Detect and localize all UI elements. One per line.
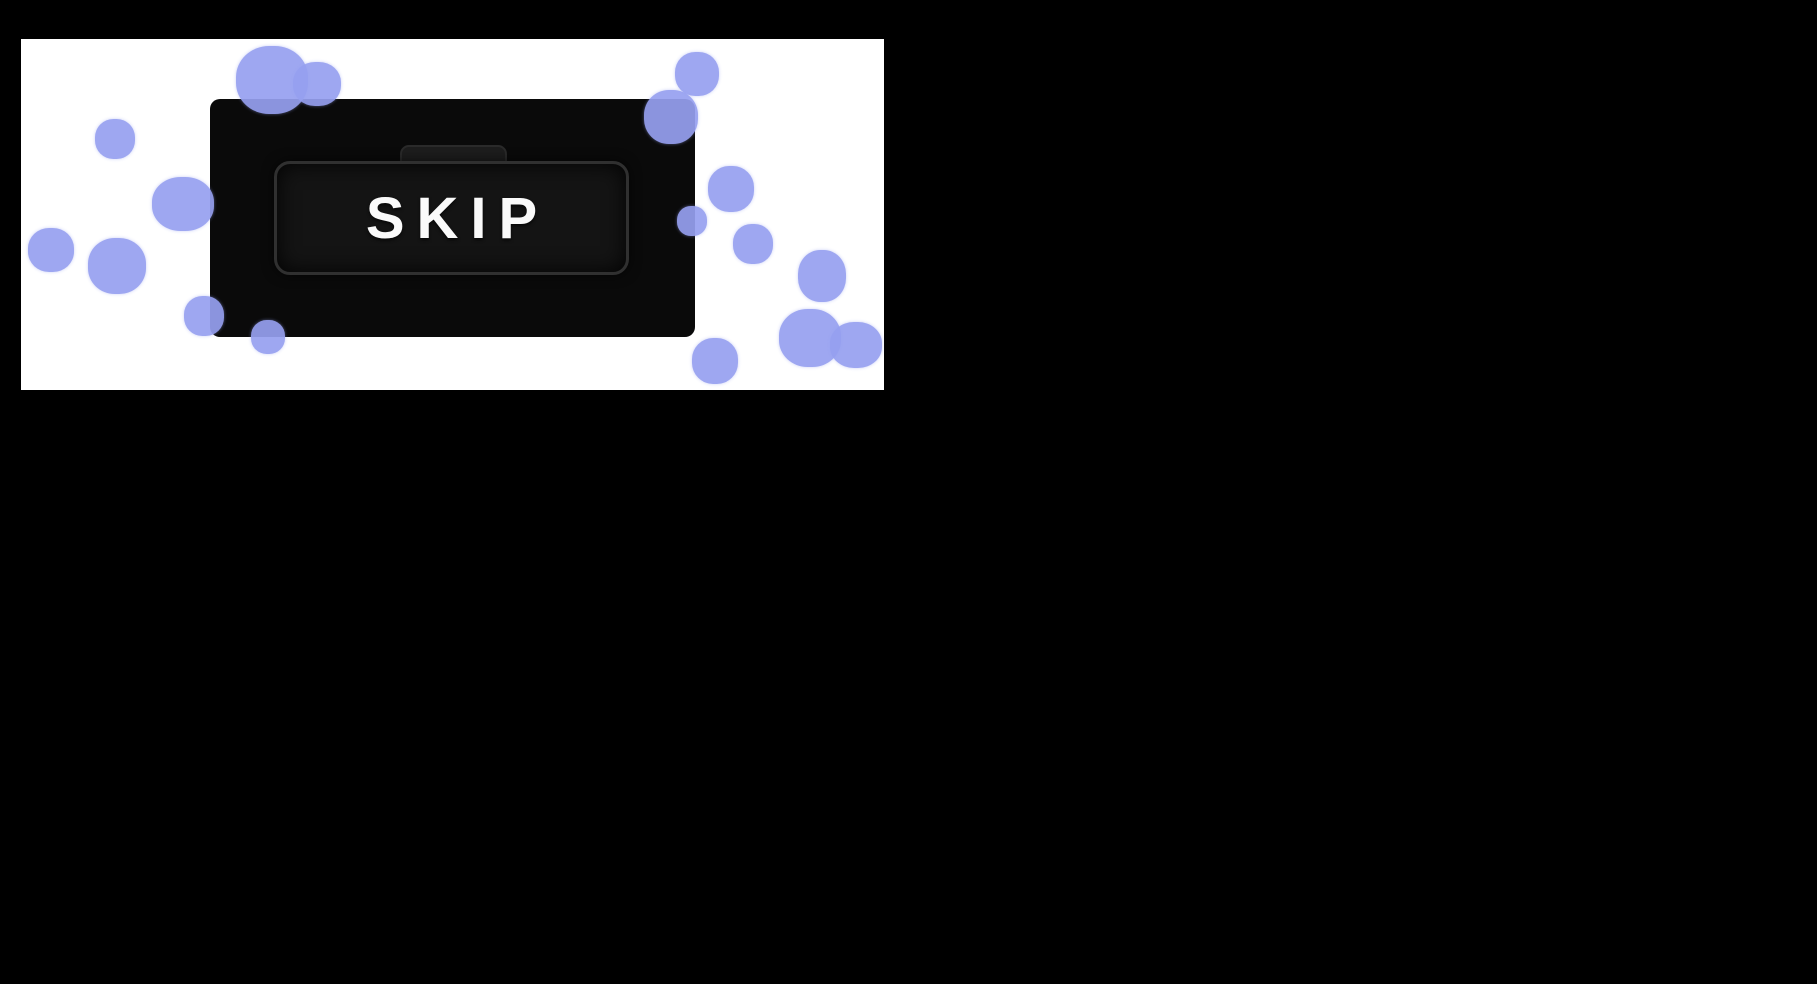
- drawing-canvas[interactable]: SKIP: [21, 39, 884, 390]
- paint-blob: [692, 338, 738, 384]
- paint-blob: [28, 228, 74, 272]
- paint-blob: [88, 238, 146, 294]
- paint-blob: [95, 119, 135, 159]
- paint-blob: [779, 309, 841, 367]
- paint-blob: [675, 52, 719, 96]
- paint-blob: [708, 166, 754, 212]
- skip-button-label: SKIP: [365, 185, 550, 251]
- paint-blob: [733, 224, 773, 264]
- paint-blob: [152, 177, 214, 231]
- paint-blob: [830, 322, 882, 368]
- skip-button[interactable]: SKIP: [274, 161, 629, 275]
- paint-blob: [798, 250, 846, 302]
